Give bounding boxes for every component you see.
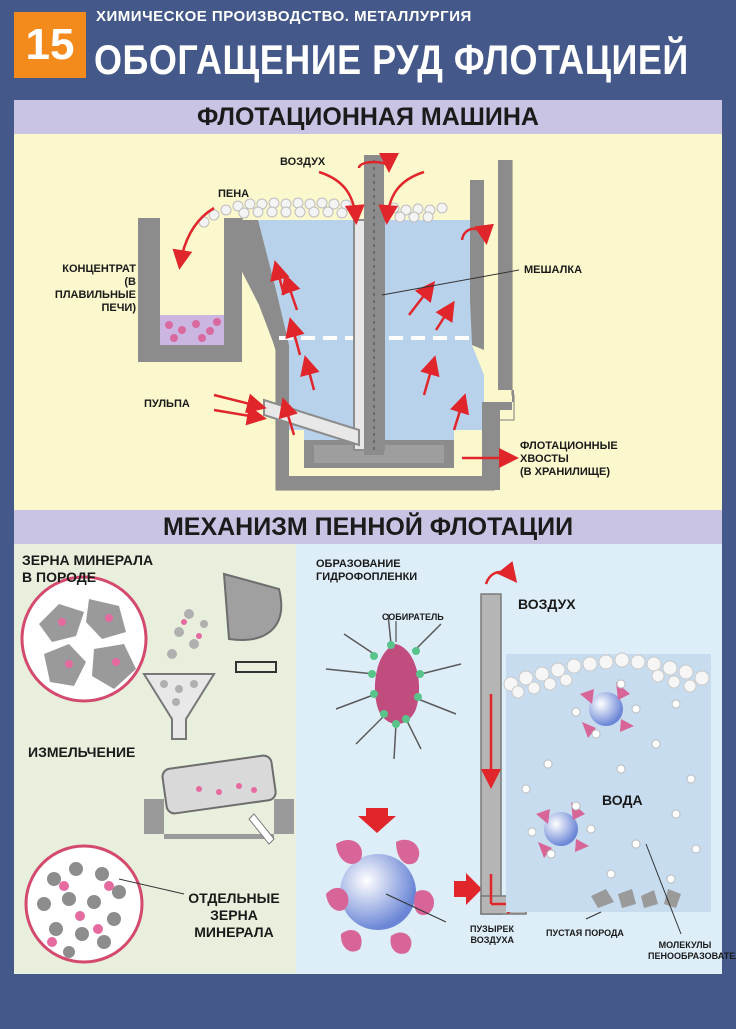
- label-foam: ПЕНА: [218, 188, 250, 200]
- label-tails: ФЛОТАЦИОННЫЕ ХВОСТЫ (В ХРАНИЛИЩЕ): [520, 440, 618, 478]
- gangue-particles: [591, 889, 681, 908]
- mill-stand: [144, 799, 294, 839]
- label-grains-in-rock: ЗЕРНА МИНЕРАЛА В ПОРОДЕ: [22, 552, 154, 585]
- poster-number-badge: 15: [14, 12, 86, 78]
- mineral-grain: [374, 644, 420, 724]
- funnel: [142, 673, 216, 740]
- grinding-panel: ЗЕРНА МИНЕРАЛА В ПОРОДЕ ИЗМЕЛЬЧЕНИЕ ОТДЕ…: [14, 544, 296, 974]
- top-foam: [503, 652, 710, 699]
- concentrate-trough: [138, 218, 242, 362]
- ball-mill-drum: [161, 754, 277, 815]
- flotation-machine-heading: ФЛОТАЦИОННАЯ МАШИНА: [14, 100, 722, 134]
- label-concentrate: КОНЦЕНТРАТ (В ПЛАВИЛЬНЫЕ ПЕЧИ): [54, 263, 136, 314]
- flotation-mechanism-panel: ОБРАЗОВАНИЕ ГИДРОФОПЛЕНКИ СОБИРАТЕЛЬ ВОЗ…: [296, 544, 736, 974]
- label-stirrer: МЕШАЛКА: [524, 264, 583, 276]
- mechanism-heading: МЕХАНИЗМ ПЕННОЙ ФЛОТАЦИИ: [14, 510, 722, 544]
- label-grinding: ИЗМЕЛЬЧЕНИЕ: [28, 744, 136, 760]
- label-air-right: ВОЗДУХ: [518, 596, 576, 612]
- label-air: ВОЗДУХ: [280, 156, 326, 168]
- label-pulp: ПУЛЬПА: [144, 398, 190, 410]
- mechanism-heading-bar: МЕХАНИЗМ ПЕННОЙ ФЛОТАЦИИ: [14, 510, 722, 544]
- label-water: ВОДА: [602, 792, 643, 808]
- label-frother: МОЛЕКУЛЫ ПЕНООБРАЗОВАТЕЛЯ: [648, 940, 736, 961]
- poster-title: ОБОГАЩЕНИЕ РУД ФЛОТАЦИЕЙ: [94, 36, 689, 84]
- air-bubble-with-grains: [340, 854, 416, 930]
- foam-bubbles: [198, 197, 448, 228]
- frother-molecules: [521, 699, 701, 884]
- grinding-diagram: [20, 572, 294, 964]
- collector-molecules: [325, 613, 462, 760]
- label-air-bubble: ПУЗЫРЕК ВОЗДУХА: [469, 924, 514, 945]
- label-collector: СОБИРАТЕЛЬ: [382, 612, 444, 622]
- mechanism-diagram: [325, 561, 711, 954]
- label-film-formation: ОБРАЗОВАНИЕ ГИДРОФОПЛЕНКИ: [316, 558, 418, 583]
- label-gangue: ПУСТАЯ ПОРОДА: [546, 928, 624, 938]
- crusher-cone: [222, 572, 283, 641]
- flow-arrows: [172, 152, 519, 468]
- flotation-machine-diagram: [138, 152, 520, 491]
- label-separate-grains: ОТДЕЛЬНЫЕ ЗЕРНА МИНЕРАЛА: [188, 890, 280, 940]
- flotation-machine-panel: ФЛОТАЦИОННАЯ МАШИНА: [14, 100, 722, 510]
- stirrer-shaft: [364, 155, 384, 455]
- poster-subtitle: ХИМИЧЕСКОЕ ПРОИЗВОДСТВО. МЕТАЛЛУРГИЯ: [96, 8, 472, 25]
